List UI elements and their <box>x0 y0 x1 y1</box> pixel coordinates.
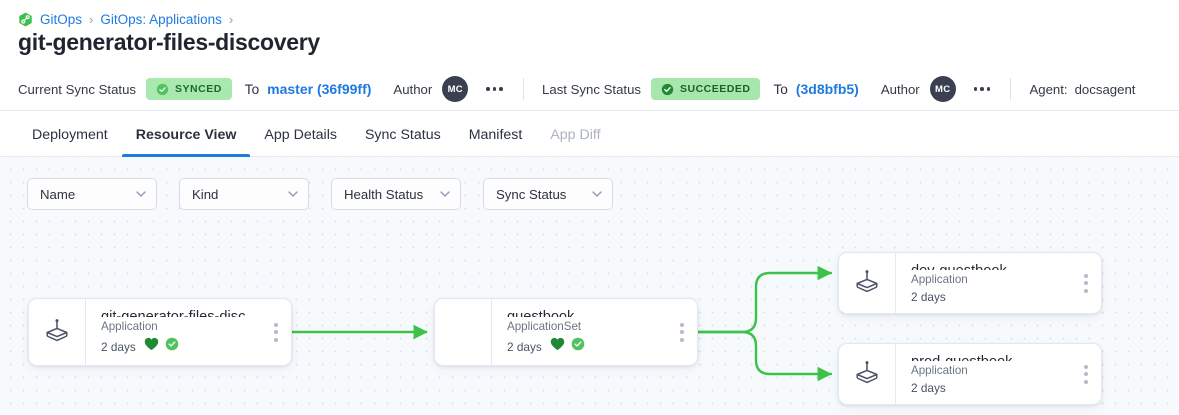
status-badge-succeeded: SUCCEEDED <box>651 78 761 100</box>
current-author-label: Author <box>393 81 433 97</box>
node-kind: Application <box>911 363 968 377</box>
filter-health-status-dropdown[interactable]: Health Status <box>331 178 461 210</box>
node-kind: Application <box>911 272 968 286</box>
node-more-menu[interactable] <box>1071 344 1101 404</box>
node-body: git-generator-files-disco… Application 2… <box>85 299 261 365</box>
node-more-menu[interactable] <box>1071 253 1101 313</box>
agent-label: Agent: <box>1029 81 1068 97</box>
node-kind: Application <box>101 319 158 333</box>
node-age: 2 days <box>911 381 946 395</box>
current-sync-more-menu[interactable] <box>484 83 505 95</box>
succeeded-check-icon <box>661 83 674 96</box>
node-age: 2 days <box>101 339 136 354</box>
edge-appset-to-dev <box>696 265 833 334</box>
filter-health-status-label: Health Status <box>344 186 424 202</box>
synced-check-icon <box>156 83 169 96</box>
edge-appset-to-prod <box>696 330 833 382</box>
breadcrumb-item-gitops[interactable]: GitOps <box>40 11 83 27</box>
filter-name-label: Name <box>40 186 76 202</box>
tab-resource-view[interactable]: Resource View <box>121 127 251 157</box>
node-status-icons <box>550 337 585 356</box>
tab-app-diff: App Diff <box>550 127 601 143</box>
node-title: guestbook <box>507 308 667 317</box>
breadcrumb-item-gitops-applications[interactable]: GitOps: Applications <box>100 11 222 27</box>
status-divider-1 <box>523 78 525 100</box>
status-divider-2 <box>1010 78 1012 100</box>
graph-edges <box>292 265 833 382</box>
agent-value: docsagent <box>1074 81 1136 97</box>
chevron-down-icon <box>440 191 450 197</box>
gitops-hex-icon <box>18 12 33 27</box>
breadcrumb-separator-trailing: › <box>228 11 234 27</box>
node-more-menu[interactable] <box>667 299 697 365</box>
filter-kind-label: Kind <box>192 186 219 202</box>
node-meta: 2 days <box>911 381 1071 395</box>
healthy-heart-icon <box>550 337 565 356</box>
node-meta: 2 days <box>507 337 667 356</box>
current-revision-link[interactable]: master (36f99ff) <box>267 81 372 97</box>
resource-graph-canvas[interactable]: Name Kind Health Status Sync Status <box>0 157 1179 415</box>
tab-app-details[interactable]: App Details <box>264 127 337 143</box>
avatar-current-author[interactable]: MC <box>442 76 469 102</box>
synced-check-icon <box>571 337 585 356</box>
last-to-label: To <box>773 81 788 97</box>
node-kind: ApplicationSet <box>507 319 582 333</box>
healthy-heart-icon <box>144 337 159 356</box>
node-body: guestbook ApplicationSet 2 days <box>491 299 667 365</box>
argo-application-icon <box>29 299 85 365</box>
avatar-last-author[interactable]: MC <box>929 76 956 102</box>
node-status-icons <box>144 337 179 356</box>
tab-manifest[interactable]: Manifest <box>468 127 523 143</box>
status-badge-synced-label: SYNCED <box>175 83 222 95</box>
filter-bar: Name Kind Health Status Sync Status <box>27 178 613 210</box>
last-sync-more-menu[interactable] <box>972 83 993 95</box>
chevron-down-icon <box>136 191 146 197</box>
last-author-label: Author <box>880 81 920 97</box>
node-more-menu[interactable] <box>261 299 291 365</box>
node-title: dev-guestbook <box>911 262 1071 270</box>
argo-application-icon <box>839 253 895 313</box>
last-sync-status-label: Last Sync Status <box>542 81 642 97</box>
node-title: prod-guestbook <box>911 353 1071 361</box>
filter-sync-status-dropdown[interactable]: Sync Status <box>483 178 613 210</box>
chevron-down-icon <box>592 191 602 197</box>
node-meta: 2 days <box>911 290 1071 304</box>
tab-sync-status[interactable]: Sync Status <box>364 127 441 143</box>
node-age: 2 days <box>911 290 946 304</box>
node-body: dev-guestbook Application 2 days <box>895 253 1071 313</box>
node-meta: 2 days <box>101 337 261 356</box>
argo-application-icon <box>839 344 895 404</box>
graph-node-git-generator-files-discovery[interactable]: git-generator-files-disco… Application 2… <box>28 298 292 366</box>
node-body: prod-guestbook Application 2 days <box>895 344 1071 404</box>
node-age: 2 days <box>507 339 542 354</box>
tab-bar: Deployment Resource View App Details Syn… <box>0 111 1179 157</box>
filter-name-dropdown[interactable]: Name <box>27 178 157 210</box>
page-title: git-generator-files-discovery <box>18 29 320 55</box>
filter-kind-dropdown[interactable]: Kind <box>179 178 309 210</box>
tab-deployment[interactable]: Deployment <box>32 127 108 143</box>
graph-node-guestbook[interactable]: guestbook ApplicationSet 2 days <box>434 298 698 366</box>
status-badge-succeeded-label: SUCCEEDED <box>680 83 751 95</box>
current-to-label: To <box>244 81 260 97</box>
node-title: git-generator-files-disco… <box>101 308 261 317</box>
chevron-down-icon <box>288 191 298 197</box>
filter-sync-status-label: Sync Status <box>496 186 567 202</box>
graph-node-dev-guestbook[interactable]: dev-guestbook Application 2 days <box>838 252 1102 314</box>
synced-check-icon <box>165 337 179 356</box>
last-revision-link[interactable]: (3d8bfb5) <box>795 81 859 97</box>
status-badge-synced: SYNCED <box>146 78 232 100</box>
breadcrumb-separator: › <box>89 11 94 27</box>
current-sync-status-label: Current Sync Status <box>18 81 137 97</box>
graph-node-prod-guestbook[interactable]: prod-guestbook Application 2 days <box>838 343 1102 405</box>
status-bar: Current Sync Status SYNCED To master (36… <box>0 68 1179 111</box>
breadcrumb: GitOps › GitOps: Applications › <box>18 9 233 29</box>
appset-icon-placeholder <box>435 299 491 365</box>
